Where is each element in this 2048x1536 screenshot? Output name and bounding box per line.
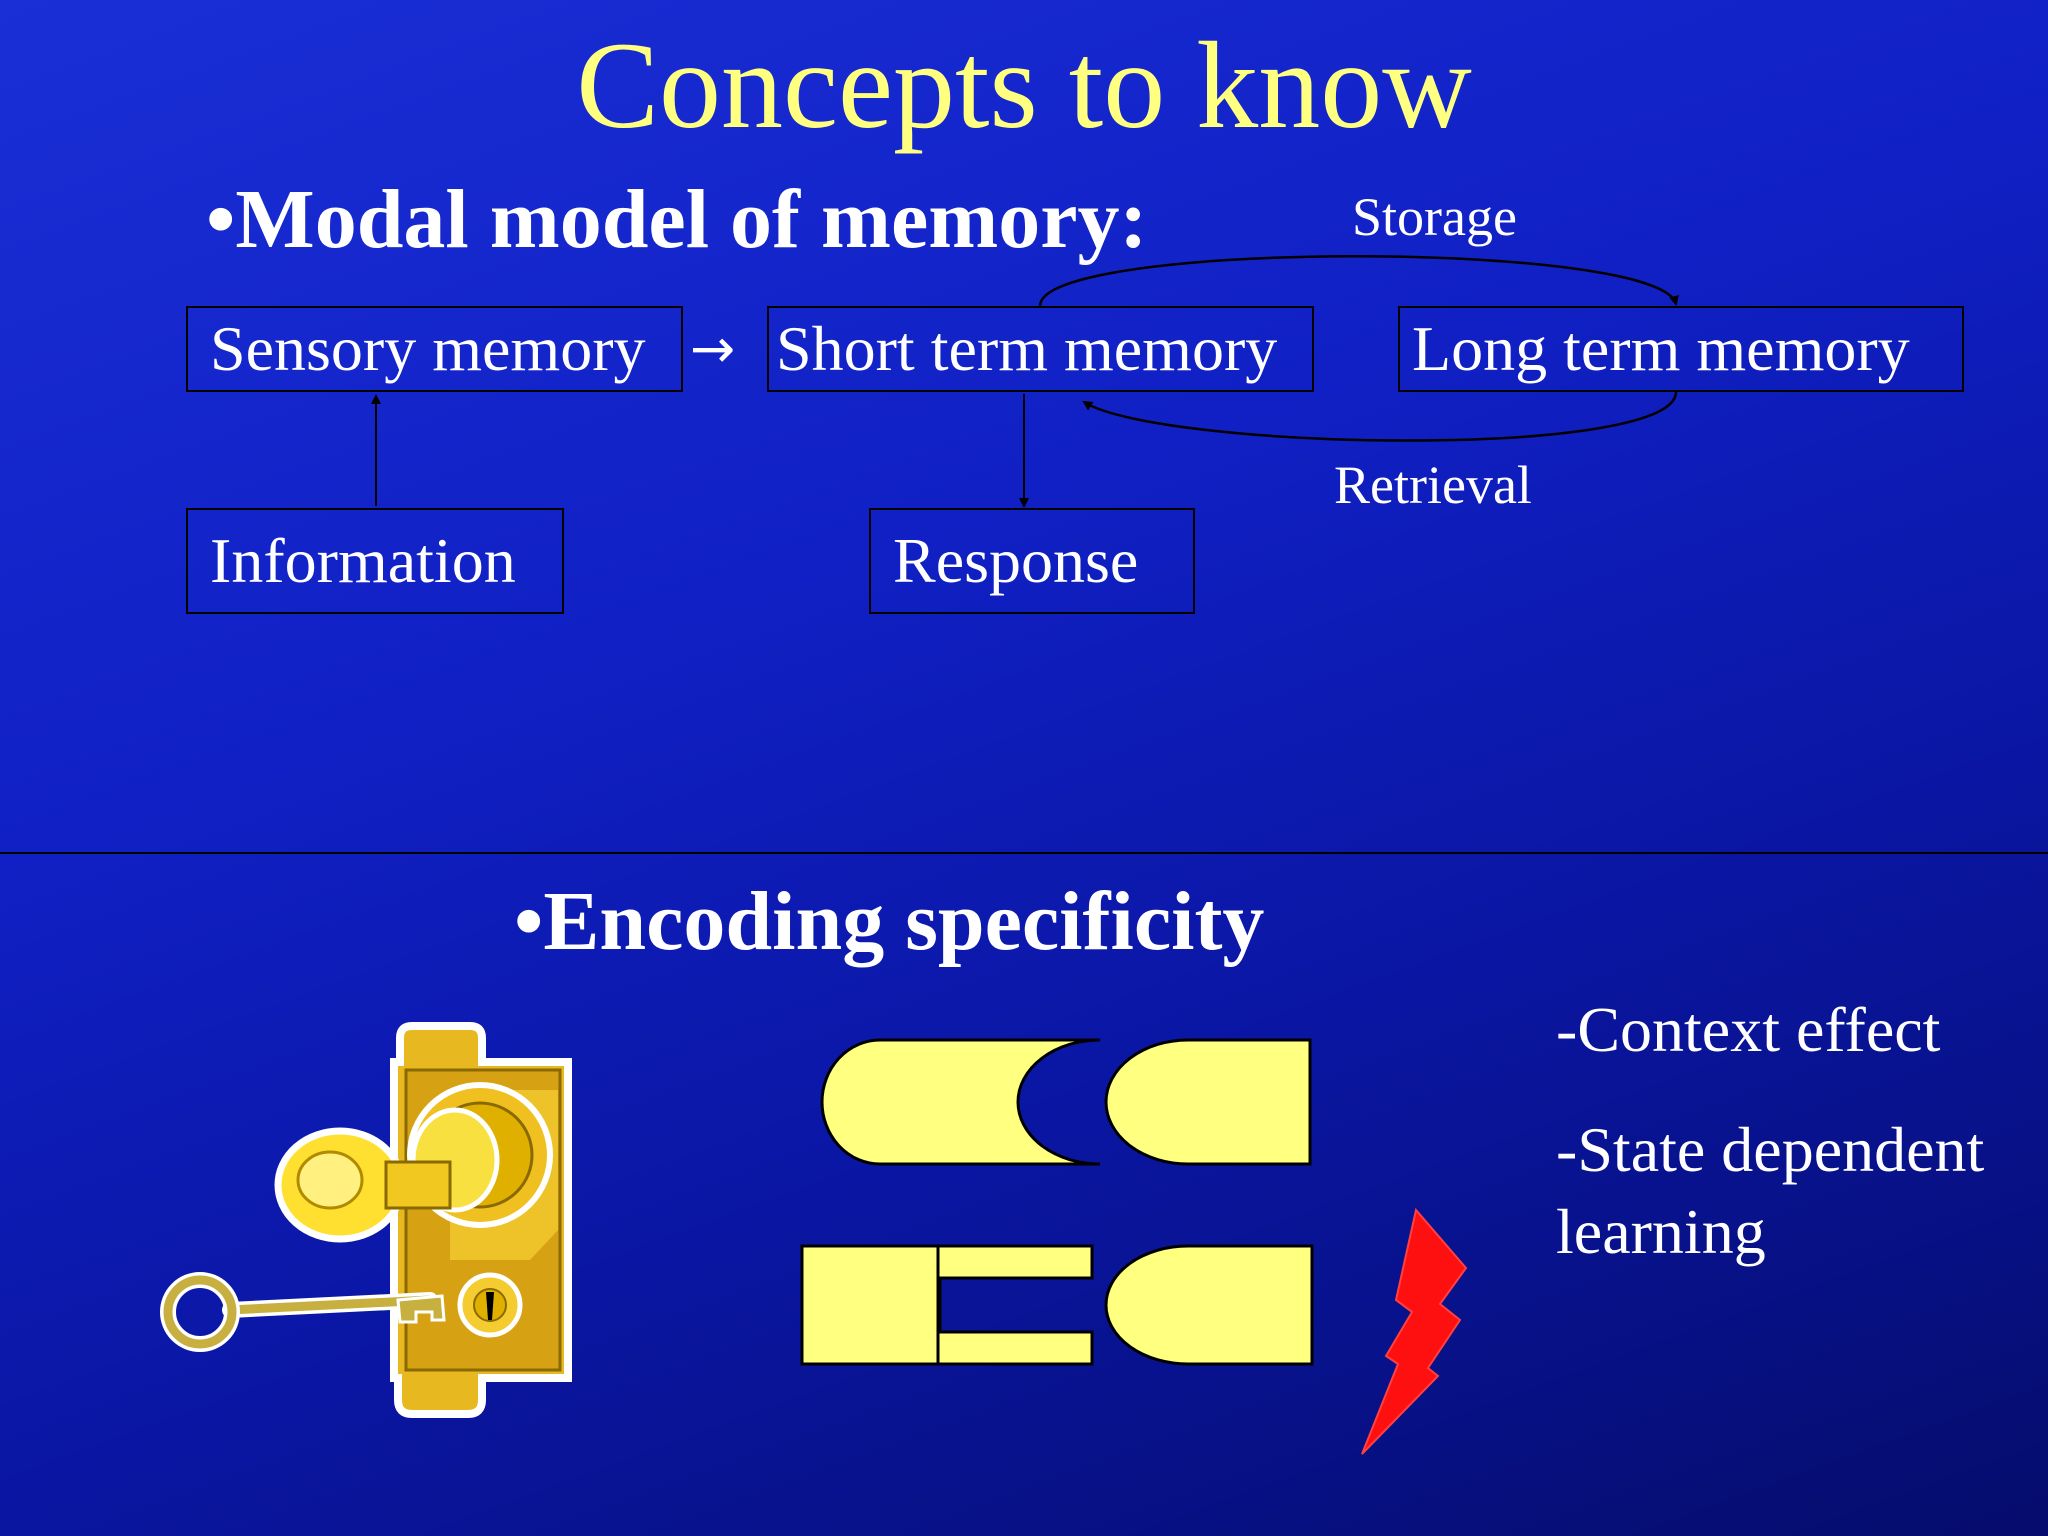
model-connectors (0, 0, 2048, 900)
lightning-bolt-icon (1360, 1208, 1470, 1458)
state-dependent-text: -State dependent (1556, 1110, 1984, 1190)
learning-text: learning (1556, 1192, 1766, 1272)
storage-arrow (1040, 256, 1676, 306)
encoding-heading: •Encoding specificity (514, 880, 1264, 964)
context-effect-text: -Context effect (1556, 990, 1940, 1070)
section-divider (0, 852, 2048, 854)
matching-shapes-icon (818, 1036, 1318, 1172)
retrieval-arrow (1084, 392, 1676, 441)
door-lock-with-key-icon (150, 1020, 590, 1420)
mismatched-shapes-icon (800, 1244, 1320, 1370)
